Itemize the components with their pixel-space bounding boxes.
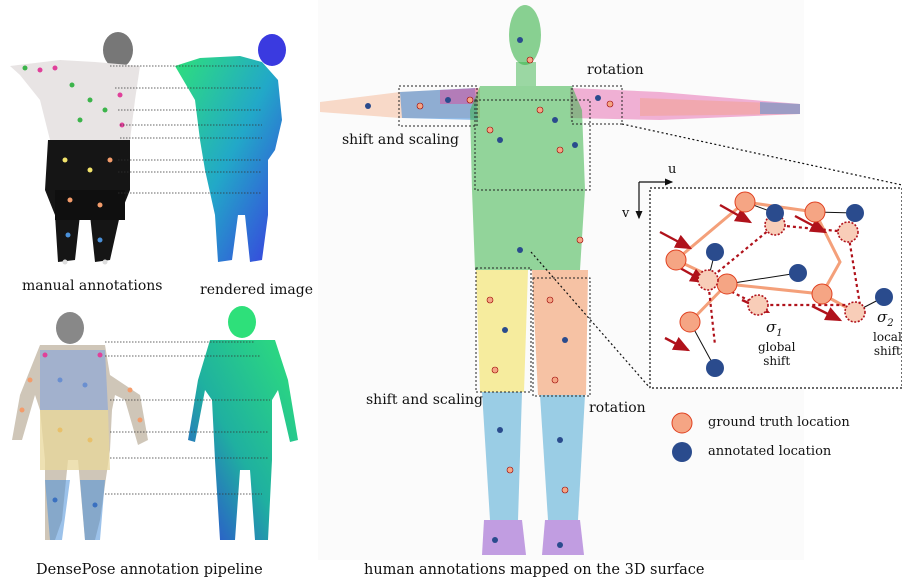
legend-annotated-label: annotated location bbox=[708, 444, 831, 459]
legend-annotated-marker bbox=[672, 442, 692, 462]
manual-annotation-photo bbox=[10, 32, 140, 262]
densepose-person-photo bbox=[12, 312, 148, 540]
axis-u-label: u bbox=[668, 162, 676, 177]
shift-scaling-label-top: shift and scaling bbox=[342, 132, 459, 148]
manual-annotations-label: manual annotations bbox=[22, 278, 162, 294]
rotation-label-top: rotation bbox=[587, 62, 644, 78]
sigma2-label: σ2 bbox=[877, 308, 894, 329]
sigma1-label: σ1 bbox=[766, 318, 783, 339]
surface-caption: human annotations mapped on the 3D surfa… bbox=[364, 562, 704, 578]
shift-scaling-label-bottom: shift and scaling bbox=[366, 392, 483, 408]
legend-ground-truth-marker bbox=[672, 413, 692, 433]
rendered-image-top bbox=[175, 34, 286, 262]
axis-v-label: v bbox=[622, 206, 629, 221]
rendered-image-label: rendered image bbox=[200, 282, 313, 298]
rotation-label-bottom: rotation bbox=[589, 400, 646, 416]
legend-ground-truth-label: ground truth location bbox=[708, 415, 850, 430]
rendered-image-bottom bbox=[188, 306, 298, 540]
densepose-caption: DensePose annotation pipeline bbox=[36, 562, 263, 578]
